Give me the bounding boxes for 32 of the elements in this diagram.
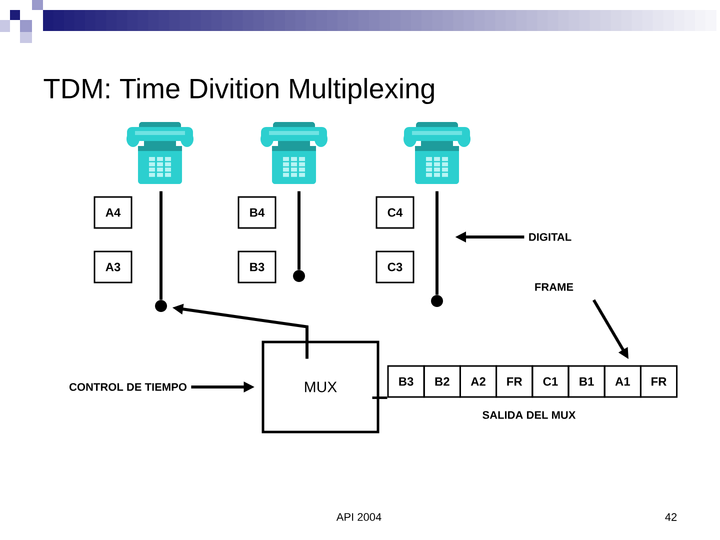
slot-box: FR <box>496 365 534 398</box>
contact-dot <box>431 295 443 307</box>
slot-box: A2 <box>459 365 498 398</box>
title: TDM: Time Divition Multiplexing <box>44 78 434 104</box>
annotation-label: FRAME <box>535 283 574 291</box>
telephone-icon <box>126 122 194 184</box>
telephone-icon <box>404 122 470 184</box>
slot-box: B2 <box>423 365 461 398</box>
slot-box: FR <box>640 365 678 398</box>
footer-text: API 2004 <box>336 513 382 521</box>
page-number: 42 <box>665 513 677 521</box>
caption-text: SALIDA DEL MUX <box>482 411 576 419</box>
contact-dot <box>293 270 305 282</box>
sample-box: B3 <box>238 250 276 284</box>
contact-dot <box>155 300 167 312</box>
telephone-icon <box>260 122 328 184</box>
sample-box: A3 <box>94 250 132 284</box>
annotation-label: DIGITAL <box>529 233 572 241</box>
output-line <box>372 396 388 399</box>
mux-box: MUX <box>262 340 380 434</box>
phone-line <box>160 191 162 300</box>
phone-line <box>298 191 300 270</box>
sample-box: C4 <box>376 196 414 229</box>
sample-box: C3 <box>376 250 414 284</box>
sample-box: B4 <box>238 196 276 229</box>
slot-box: A1 <box>604 365 642 398</box>
input-label: CONTROL DE TIEMPO <box>70 383 186 391</box>
slot-box: B3 <box>387 365 425 398</box>
slot-box: C1 <box>532 365 570 398</box>
slot-box: B1 <box>568 365 606 398</box>
sample-box: A4 <box>94 196 132 229</box>
phone-line <box>436 191 438 295</box>
